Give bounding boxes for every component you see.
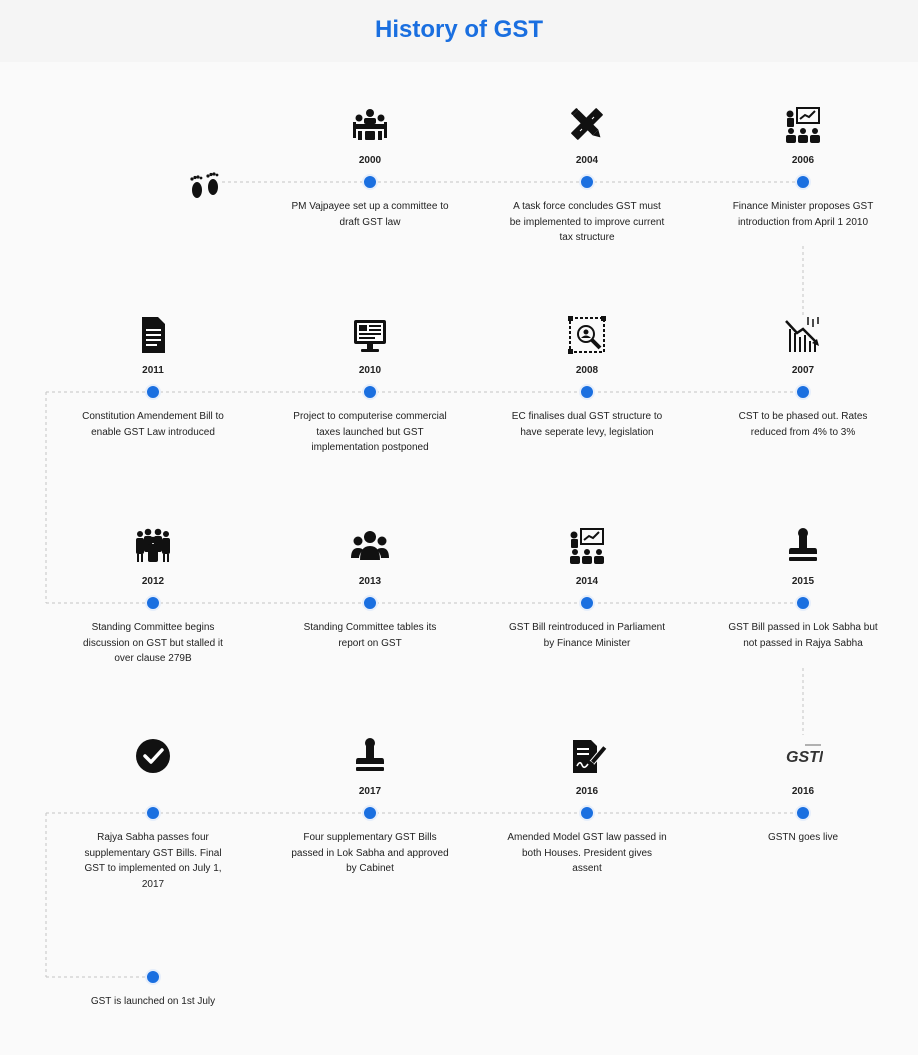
signed-document-icon (567, 736, 607, 776)
timeline-dot (795, 595, 811, 611)
event-description: Amended Model GST law passed in both Hou… (507, 832, 667, 874)
event-description: GST Bill passed in Lok Sabha but not pas… (728, 622, 878, 649)
timeline-dot (362, 174, 378, 190)
group-people-icon (133, 526, 173, 566)
meeting-table-icon (350, 105, 390, 145)
timeline-dot (795, 805, 811, 821)
event-description: Project to computerise commercial taxes … (293, 411, 447, 453)
event-year: 2012 (141, 576, 165, 587)
event-year: 2013 (358, 576, 382, 587)
timeline-dot (145, 969, 161, 985)
gstn-logo-icon: GSTN (783, 736, 823, 776)
timeline-dot (579, 595, 595, 611)
presentation-audience-icon (567, 526, 607, 566)
event-description: PM Vajpayee set up a committee to draft … (291, 201, 449, 228)
event-description: Finance Minister proposes GST introducti… (732, 201, 874, 228)
team-icon (350, 526, 390, 566)
event-year: 2014 (575, 576, 599, 587)
timeline-dot (145, 805, 161, 821)
declining-chart-icon (783, 315, 823, 355)
event-year: 2007 (791, 365, 815, 376)
timeline-dot (579, 805, 595, 821)
timeline-dot (795, 384, 811, 400)
event-year: 2004 (575, 155, 599, 166)
magnifier-analysis-icon (567, 315, 607, 355)
event-description: Four supplementary GST Bills passed in L… (291, 832, 449, 874)
stamp-icon (350, 736, 390, 776)
page-title: History of GST (374, 16, 543, 43)
timeline-dot (145, 384, 161, 400)
stamp-icon (783, 526, 823, 566)
event-year: 2006 (791, 155, 815, 166)
event-description: EC finalises dual GST structure to have … (511, 411, 663, 438)
event-year: 2017 (358, 786, 382, 797)
timeline-dot (362, 805, 378, 821)
timeline-dot (362, 595, 378, 611)
event-year: 2016 (575, 786, 599, 797)
event-year: 2010 (358, 365, 382, 376)
presentation-audience-icon (783, 105, 823, 145)
timeline-dot (579, 384, 595, 400)
pencil-ruler-icon (567, 104, 607, 144)
event-year: 2000 (358, 155, 382, 166)
gstn-logo-text: GSTN (786, 749, 823, 766)
event-description: Constitution Amendement Bill to enable G… (82, 411, 224, 438)
document-icon (133, 315, 173, 355)
event-description: Rajya Sabha passes four supplementary GS… (84, 832, 222, 890)
event-year: 2016 (791, 786, 815, 797)
event-year: 2015 (791, 576, 815, 587)
computer-monitor-icon (350, 315, 390, 355)
event-description: Standing Committee tables its report on … (303, 622, 437, 649)
event-description: GST Bill reintroduced in Parliament by F… (509, 622, 665, 649)
timeline-dot (145, 595, 161, 611)
check-circle-icon (133, 736, 173, 776)
event-year: 2008 (575, 365, 599, 376)
timeline-dot (795, 174, 811, 190)
event-description: GST is launched on 1st July (90, 996, 216, 1007)
event-description: Standing Committee begins discussion on … (83, 622, 223, 664)
event-description: CST to be phased out. Rates reduced from… (738, 411, 868, 438)
header-bar (0, 0, 918, 62)
event-description: GSTN goes live (767, 832, 839, 843)
event-description: A task force concludes GST must be imple… (509, 201, 665, 243)
timeline-dot (362, 384, 378, 400)
footprints-icon (186, 166, 220, 200)
timeline-dot (579, 174, 595, 190)
event-year: 2011 (142, 365, 164, 376)
